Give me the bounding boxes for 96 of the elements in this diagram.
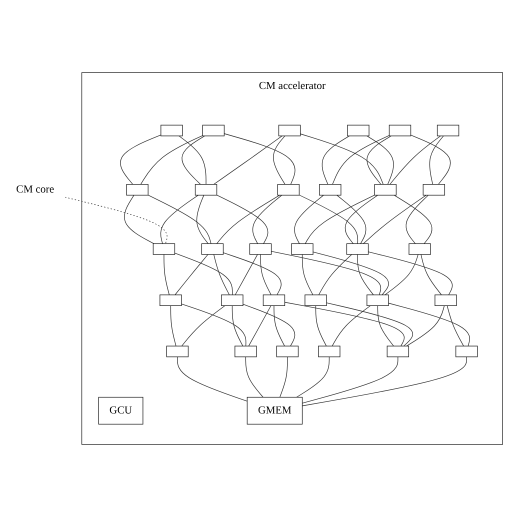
connector: [222, 252, 282, 296]
node-box: GMEM: [246, 396, 303, 425]
connector: [410, 134, 451, 185]
connector: [388, 302, 470, 346]
connector: [140, 135, 203, 185]
node-box: [160, 294, 182, 306]
connector: [368, 251, 453, 296]
node-box: [456, 346, 478, 358]
connector: [213, 254, 230, 296]
node-box: GCU: [98, 396, 144, 425]
connector: [252, 194, 282, 244]
connector: [315, 305, 327, 346]
connector: [216, 194, 268, 244]
connector: [273, 136, 286, 185]
connector: [284, 302, 405, 346]
connector: [216, 194, 280, 244]
node-box: [408, 243, 431, 255]
connector: [234, 254, 258, 296]
connector: [270, 250, 382, 296]
node-box: [318, 346, 340, 358]
node-box: [202, 124, 225, 136]
connector: [232, 305, 244, 346]
node-box: [347, 124, 370, 136]
connector: [248, 305, 272, 346]
connector: [406, 305, 445, 346]
node-box: [276, 346, 299, 358]
connector: [148, 194, 212, 244]
connector: [294, 194, 324, 244]
connector: [336, 194, 366, 244]
node-box: [436, 124, 460, 136]
node-box: [388, 124, 412, 136]
connector: [279, 356, 288, 398]
connector: [406, 194, 429, 244]
connector: [300, 134, 384, 185]
node-box: [221, 294, 244, 306]
node-box: [304, 294, 327, 306]
connector: [312, 252, 389, 296]
node-box: [249, 243, 272, 255]
connector: [181, 304, 246, 346]
connector: [260, 254, 272, 296]
connector: [64, 196, 168, 244]
connector: [326, 302, 414, 346]
node-box: [277, 184, 300, 196]
connector: [174, 252, 233, 296]
connector: [174, 254, 208, 296]
connector: [242, 304, 296, 346]
connector: [304, 194, 375, 244]
connector: [213, 136, 282, 185]
node-box: [366, 294, 389, 306]
node-box: [126, 184, 148, 196]
node-box: [374, 184, 397, 196]
connector: [164, 254, 170, 296]
node-box: [278, 124, 301, 136]
connector: [160, 194, 199, 244]
connector: [332, 135, 390, 185]
node-box: [346, 243, 369, 255]
connector: [318, 254, 352, 296]
node-box: [422, 184, 446, 196]
connector: [429, 136, 444, 185]
connector: [357, 254, 374, 296]
node-box: [152, 243, 176, 255]
connector: [196, 194, 209, 244]
connector: [302, 254, 314, 296]
connector: [446, 305, 464, 346]
node-box: [160, 124, 183, 136]
node-box: [291, 243, 314, 255]
connector: [296, 356, 330, 398]
node-box: [234, 346, 257, 358]
connector: [344, 194, 378, 244]
connector: [384, 254, 418, 296]
connector: [420, 254, 442, 296]
connector: [302, 356, 467, 406]
node-box: [434, 294, 457, 306]
connector: [124, 194, 154, 244]
node-box: [201, 243, 224, 255]
node-box: [319, 184, 342, 196]
connector: [245, 356, 264, 398]
connector: [390, 136, 442, 185]
connector: [181, 305, 226, 346]
connector: [322, 136, 350, 185]
connector: [377, 305, 394, 346]
connector: [363, 194, 426, 244]
connector: [274, 305, 285, 346]
connector: [224, 133, 296, 185]
node-box: [166, 346, 189, 358]
connector: [394, 194, 432, 244]
connector: [332, 305, 371, 346]
connector: [302, 356, 398, 404]
connector: [177, 356, 248, 402]
connector: [298, 194, 358, 244]
node-box: [194, 184, 218, 196]
connector: [170, 305, 176, 346]
connector: [120, 134, 162, 185]
node-text: CM core: [16, 184, 54, 196]
node-box: [386, 346, 410, 358]
node-box: [262, 294, 286, 306]
